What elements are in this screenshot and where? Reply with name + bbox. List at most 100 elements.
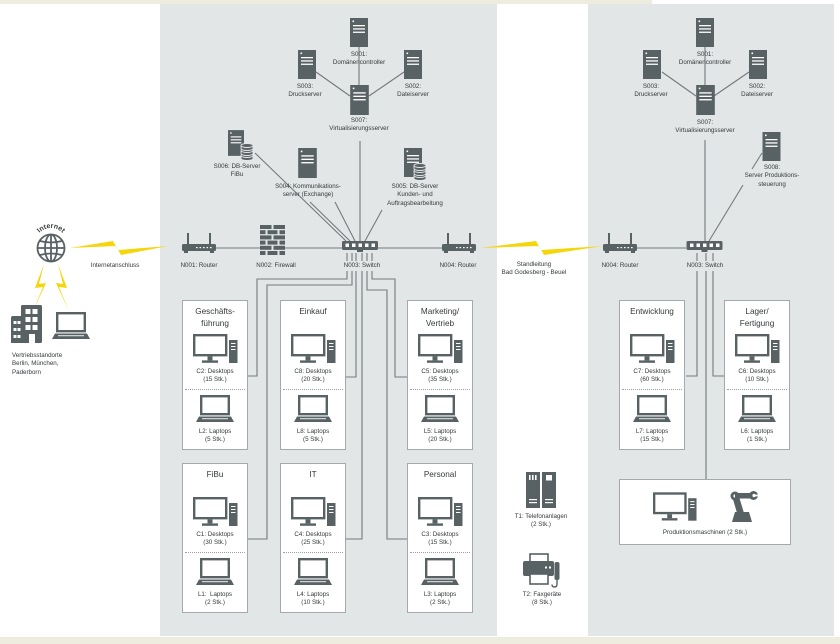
link-r-s003-s007 [661,71,697,97]
top-accent-strip [0,0,652,4]
laptop-count: L3: Laptops (2 Stk.) [408,591,472,607]
desktop-id: C6: Desktops [738,368,776,375]
desktop-quantity: (60 Stk.) [640,376,664,383]
laptop-id: L8: Laptops [296,428,330,435]
label-line: S002: [404,82,422,90]
desktop-id: C2: Desktops [196,368,234,375]
title-line: Geschäfts- [195,307,235,316]
desktop-id: C5: Desktops [421,368,459,375]
database-icon-s006 [240,143,254,161]
laptop-quantity: (2 Stk.) [205,599,225,606]
lightning-sales-office [33,264,46,311]
laptop-quantity: (20 Stk.) [428,436,452,443]
label-line: S005: DB-Server [391,182,439,190]
desktop-quantity: (15 Stk.) [428,539,452,546]
server-icon-r-s001 [696,18,714,47]
production-machines-box: Produktionsmaschinen (2 Stk.) [619,479,791,545]
server-icon-r-s007 [696,85,715,115]
department-geschaeftsfuehrung: Geschäfts- führung C2: Desktops (15 Stk.… [182,300,248,450]
link-marketing [371,271,407,378]
laptop-id: L5: Laptops [423,428,457,435]
server-label-r-s003: S003: Druckserver [634,83,667,100]
title-line: führung [201,319,229,328]
network-label-n003: N003: Switch [343,262,381,269]
label-line: Virtualisierungsserver [675,127,735,135]
link-s003-s007 [315,71,351,97]
link-s008-switch [708,152,763,242]
divider [283,389,343,390]
router-icon-r-n004 [603,233,637,253]
title-line: Vertrieb [425,319,455,328]
label-line: Bad Godesberg - Beuel [501,269,567,277]
laptop-id: L7: Laptops [635,428,669,435]
link-einkauf [346,271,357,378]
desktop-count: C5: Desktops (35 Stk.) [408,368,472,384]
desktop-count: C6: Desktops (10 Stk.) [725,368,789,384]
leased-line-label: Standleitung Bad Godesberg - Beuel [502,261,567,278]
label-line: Kunden- und [397,191,433,199]
department-title: Entwicklung [620,306,684,318]
desktop-quantity: (35 Stk.) [428,376,452,383]
link-it [346,271,363,540]
department-it: IT C4: Desktops (25 Stk.) L4: Laptops (1… [280,463,346,613]
desktop-id: C1: Desktops [196,531,234,538]
laptop-quantity: (10 Stk.) [301,599,325,606]
department-title: Einkauf [281,306,345,318]
laptop-quantity: (15 Stk.) [640,436,664,443]
department-title: Marketing/ Vertrieb [408,306,472,330]
link-r-s002-s007 [713,71,750,97]
department-fibu: FiBu C1: Desktops (30 Stk.) L1: Laptops … [182,463,248,613]
laptop-id: L3: Laptops [423,591,457,598]
label-line: Auftragsbearbeitung [387,199,443,207]
network-label-n001: N001: Router [180,262,218,269]
laptop-count: L7: Laptops (15 Stk.) [620,428,684,444]
network-label-r-n003: N003: Switch [686,262,724,269]
server-label-s003: S003: Druckserver [288,83,321,100]
laptop-quantity: (1 Stk.) [747,436,767,443]
link-geschaeftsfuehrung [248,271,348,377]
desktop-count: C2: Desktops (15 Stk.) [183,368,247,384]
laptop-id: L4: Laptops [296,591,330,598]
divider [185,552,245,553]
server-icon-s007 [350,85,369,115]
link-s004-switch-b [334,201,356,242]
department-einkauf: Einkauf C8: Desktops (20 Stk.) L8: Lapto… [280,300,346,450]
desktop-id: C8: Desktops [294,368,332,375]
bottom-accent-strip [0,637,840,644]
server-label-s002: S002: Dateiserver [397,83,429,100]
laptop-count: L8: Laptops (5 Stk.) [281,428,345,444]
link-s005-switch [364,209,383,242]
laptop-id: L1: Laptops [197,591,233,598]
label-line: FiBu [230,171,244,179]
label-line: Domänencontroller [332,59,386,67]
label-line: S002: [748,82,766,90]
internet-link-label: Internetanschluss [90,262,140,269]
label-line: Berlin, München, [12,360,59,368]
title-line: Marketing/ [420,307,460,316]
label-line: Druckserver [634,91,668,99]
link-s002-s007 [368,71,405,97]
r-switch-port-stubs [696,253,714,261]
server-label-s007: S007: Virtualisierungsserver [329,117,388,134]
divider [410,552,470,553]
department-personal: Personal C3: Desktops (15 Stk.) L3: Lapt… [407,463,473,613]
database-icon-s005 [413,163,427,181]
switch-icon-r-n003 [686,241,723,252]
department-title: IT [281,469,345,481]
desktop-quantity: (20 Stk.) [301,376,325,383]
label-line: Standleitung [516,260,552,268]
link-s004-switch-a [309,201,351,242]
label-line: S004: Kommunikations- [275,182,341,190]
label-line: S001: [696,50,714,58]
desktop-id: C4: Desktops [294,531,332,538]
divider [622,389,682,390]
sales-offices-label: Vertriebsstandorte Berlin, München, Pade… [12,352,62,378]
label-line: Virtualisierungsserver [329,125,389,133]
label-line: steuerung [758,180,786,188]
server-icon-s003 [298,50,316,79]
desktop-quantity: (10 Stk.) [745,376,769,383]
server-icon-r-s002 [749,50,767,79]
network-label-n004: N004: Router [439,262,477,269]
server-icon-s002 [404,50,422,79]
desktop-id: C3: Desktops [421,531,459,538]
